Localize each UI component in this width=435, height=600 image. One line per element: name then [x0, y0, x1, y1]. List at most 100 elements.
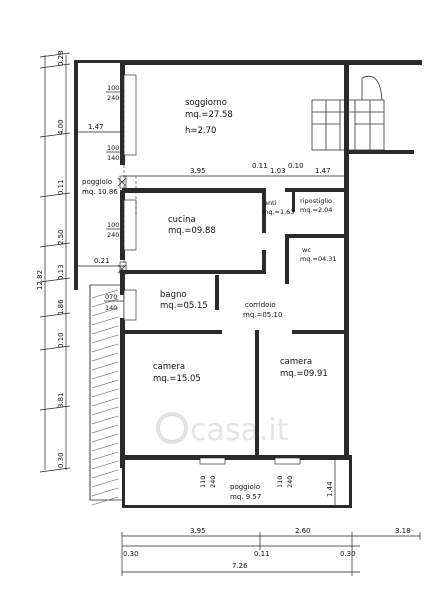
window-3-bottom: 240	[107, 231, 119, 239]
room-cucina-area: mq.=09.88	[168, 226, 216, 236]
dimension-tick	[39, 467, 71, 473]
dim-bottom-1c: 3.18	[395, 527, 411, 535]
hatch-line	[91, 316, 119, 326]
room-camera-1-name: camera	[153, 362, 185, 372]
balcony-hatch	[89, 284, 125, 506]
hatch-line	[91, 424, 119, 434]
hatch-line	[91, 361, 119, 371]
room-soggiorno-name: soggiorno	[185, 98, 227, 108]
room-labels: soggiorno mq.=27.58 h=2.70 poggiolo mq. …	[82, 98, 337, 501]
dim-bottom-1a: 3.95	[190, 527, 206, 535]
dimension-tick	[39, 242, 71, 248]
room-corridoio-area: mq.=05.10	[243, 311, 282, 319]
hatch-line	[91, 496, 119, 506]
dim-left-7: 0.10	[57, 332, 65, 348]
window-5-bottom: 240	[209, 476, 217, 488]
watermark: casa.it	[156, 412, 289, 448]
hatch-line	[91, 487, 119, 497]
dim-left-5: 0.13	[57, 264, 65, 280]
hatch-line	[91, 478, 119, 488]
dimension-tick	[39, 405, 71, 411]
dim-bottom-2a: 0.30	[123, 550, 139, 558]
hatch-line	[91, 388, 119, 398]
watermark-text: casa.it	[190, 413, 289, 448]
room-poggiolo-ovest-area: mq. 10.86	[82, 188, 118, 196]
window-5-top: 110	[199, 476, 207, 488]
dim-inner-6: 1.47	[315, 167, 331, 175]
hatch-line	[91, 469, 119, 479]
dimension-tick	[39, 345, 71, 351]
inner-dimension-labels: 1.47 3.95 0.11 1.03 0.10 1.47 0.21 1.44	[88, 123, 334, 497]
dim-left-1: 0.28	[57, 50, 65, 66]
hatch-line	[91, 289, 119, 299]
dimension-tick	[39, 277, 71, 283]
dim-inner-8: 1.44	[326, 481, 334, 497]
walls	[74, 60, 422, 508]
dimension-tick	[39, 132, 71, 138]
window-2-top: 100	[107, 144, 119, 152]
window-6-top: 110	[276, 476, 284, 488]
hatch-line	[91, 325, 119, 335]
room-soggiorno-height: h=2.70	[185, 126, 216, 136]
hatch-line	[91, 370, 119, 380]
room-anti-name: anti	[264, 199, 277, 207]
dim-inner-2: 3.95	[190, 167, 206, 175]
hatch-line	[91, 406, 119, 416]
hatch-line	[91, 415, 119, 425]
hatch-line	[91, 460, 119, 470]
window-4-top: 070	[105, 293, 117, 301]
dim-bottom-2c: 0.30	[340, 550, 356, 558]
window-labels: 100 240 100 140 100 240 070 140 110 240 …	[104, 84, 294, 488]
dimension-tick	[39, 192, 71, 198]
dim-inner-5: 0.10	[288, 162, 304, 170]
hatch-line	[91, 352, 119, 362]
hatch-line	[91, 307, 119, 317]
room-camera-1-area: mq.=15.05	[153, 374, 201, 384]
room-ripostiglio-area: mq.=2.04	[300, 206, 332, 214]
dim-inner-3: 0.11	[252, 162, 268, 170]
room-poggiolo-sud-name: poggiolo	[230, 483, 260, 491]
hatch-line	[91, 433, 119, 443]
dim-bottom-1b: 2.60	[295, 527, 311, 535]
room-bagno-area: mq.=05.15	[160, 301, 208, 311]
windows	[117, 74, 301, 465]
hatch-line	[91, 451, 119, 461]
left-dimension-labels: 12.82 0.28 4.00 0.11 2.50 0.13 1.86 0.10…	[36, 50, 65, 468]
window-4-bottom: 140	[105, 304, 117, 312]
dimension-tick	[39, 312, 71, 318]
dim-bottom-3: 7.26	[232, 562, 248, 570]
room-ripostiglio-name: ripostiglio	[300, 197, 332, 205]
hatch-line	[91, 379, 119, 389]
dimension-lines	[39, 52, 421, 576]
window-2-bottom: 140	[107, 154, 119, 162]
dim-inner-4: 1.03	[270, 167, 286, 175]
hatch-line	[91, 397, 119, 407]
dim-left-3: 0.11	[57, 179, 65, 195]
dim-bottom-2b: 0.11	[254, 550, 270, 558]
dimension-tick	[39, 52, 71, 58]
room-soggiorno-area: mq.=27.58	[185, 110, 233, 120]
dashed-lines	[123, 90, 137, 300]
dim-overall-height: 12.82	[36, 270, 44, 290]
hatch-line	[91, 334, 119, 344]
dim-inner-1: 1.47	[88, 123, 104, 131]
dimension-tick	[39, 63, 71, 69]
room-camera-2-name: camera	[280, 357, 312, 367]
window-1-top: 100	[107, 84, 119, 92]
hatch-line	[91, 298, 119, 308]
room-cucina-name: cucina	[168, 215, 196, 225]
window-1-bottom: 240	[107, 94, 119, 102]
room-poggiolo-ovest-name: poggiolo	[82, 178, 112, 186]
bottom-dimension-labels: 3.95 2.60 3.18 0.30 0.11 0.30 7.26	[123, 527, 411, 570]
room-poggiolo-sud-area: mq. 9.57	[230, 493, 261, 501]
room-bagno-name: bagno	[160, 290, 187, 300]
dim-left-6: 1.86	[57, 299, 65, 315]
dim-left-4: 2.50	[57, 229, 65, 245]
room-anti-area: mq.=1.63	[262, 208, 294, 216]
room-corridoio-name: corridoio	[245, 301, 276, 309]
room-wc-area: mq.=04.31	[300, 255, 337, 263]
room-camera-2-area: mq.=09.91	[280, 369, 328, 379]
window-6-bottom: 240	[286, 476, 294, 488]
dim-left-9: 0.30	[57, 452, 65, 468]
